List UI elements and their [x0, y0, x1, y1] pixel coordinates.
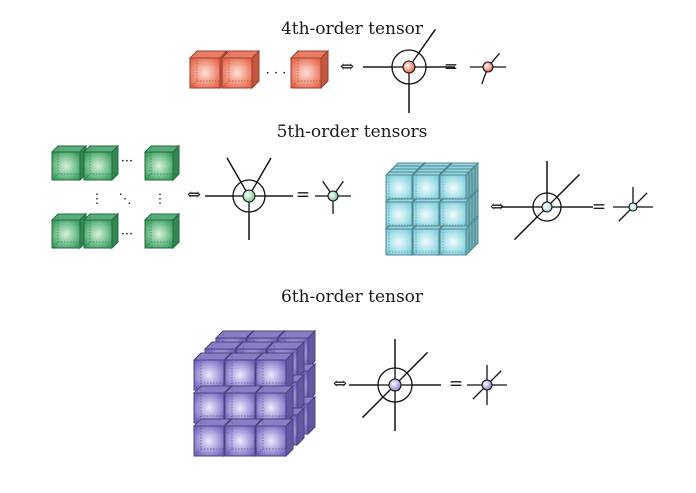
fourth-order-cubes [188, 49, 330, 90]
sixth-order-cube-stack [192, 329, 317, 458]
cube-icon [143, 212, 181, 250]
hdots-4th: · · · [266, 66, 287, 81]
cube-icon [220, 49, 261, 90]
ddots-5th: ⋱ [119, 192, 132, 207]
cube-icon [289, 49, 330, 90]
cube-icon [143, 144, 181, 182]
title-4th-order: 4th-order tensor [281, 19, 424, 39]
cube-icon [82, 144, 120, 182]
vdots-5th-right: ⋮ [154, 192, 167, 207]
hdots-5th-top: ··· [121, 154, 133, 169]
equals-5th-b: = [592, 197, 606, 217]
tensor-node-icon [628, 202, 638, 212]
equals-5th-a: = [296, 185, 310, 205]
cube-icon [411, 170, 444, 203]
equals-6th: = [449, 374, 463, 394]
fifth-order-cube-stack [384, 161, 480, 257]
tensor-node-icon [242, 189, 256, 203]
cube-icon [438, 170, 471, 203]
cube-icon [50, 212, 88, 250]
cube-icon [188, 49, 229, 90]
cube-icon [384, 224, 417, 257]
tensor-node-4th-small [470, 52, 506, 85]
tensor-node-icon [482, 61, 494, 73]
tensor-node-5th-large-a [205, 157, 293, 240]
tensor-node-6th-small [467, 365, 507, 405]
tensor-node-icon [388, 378, 402, 392]
tensor-node-icon [481, 379, 493, 391]
cube-icon [192, 417, 233, 458]
equiv-arrow-5th-b: ⇔ [490, 197, 504, 217]
cube-icon [438, 224, 471, 257]
cube-icon [254, 417, 295, 458]
fifth-order-cube-grid [50, 144, 181, 250]
tensor-node-4th-large [363, 28, 455, 113]
tensor-node-icon [327, 190, 339, 202]
cube-icon [438, 197, 471, 230]
tensor-node-icon [541, 201, 553, 213]
tensor-node-5th-large-b [501, 161, 593, 240]
tensor-node-6th-large [349, 339, 441, 431]
cube-icon [384, 170, 417, 203]
equiv-arrow-4th: ⇔ [340, 57, 354, 77]
cube-icon [411, 224, 444, 257]
title-5th-order: 5th-order tensors [277, 122, 428, 142]
title-6th-order: 6th-order tensor [281, 287, 424, 307]
cube-icon [82, 212, 120, 250]
equiv-arrow-5th-a: ⇔ [187, 185, 201, 205]
equiv-arrow-6th: ⇔ [333, 374, 347, 394]
hdots-5th-bottom: ··· [121, 227, 133, 242]
tensor-node-icon [402, 60, 416, 74]
cube-icon [50, 144, 88, 182]
tensor-node-5th-small-b [613, 187, 653, 222]
cube-icon [384, 197, 417, 230]
cube-icon [254, 384, 295, 425]
cube-icon [254, 351, 295, 392]
cube-icon [411, 197, 444, 230]
tensor-node-5th-small-a [315, 180, 351, 214]
equals-4th: = [444, 57, 458, 77]
vdots-5th-left: ⋮ [91, 192, 104, 207]
